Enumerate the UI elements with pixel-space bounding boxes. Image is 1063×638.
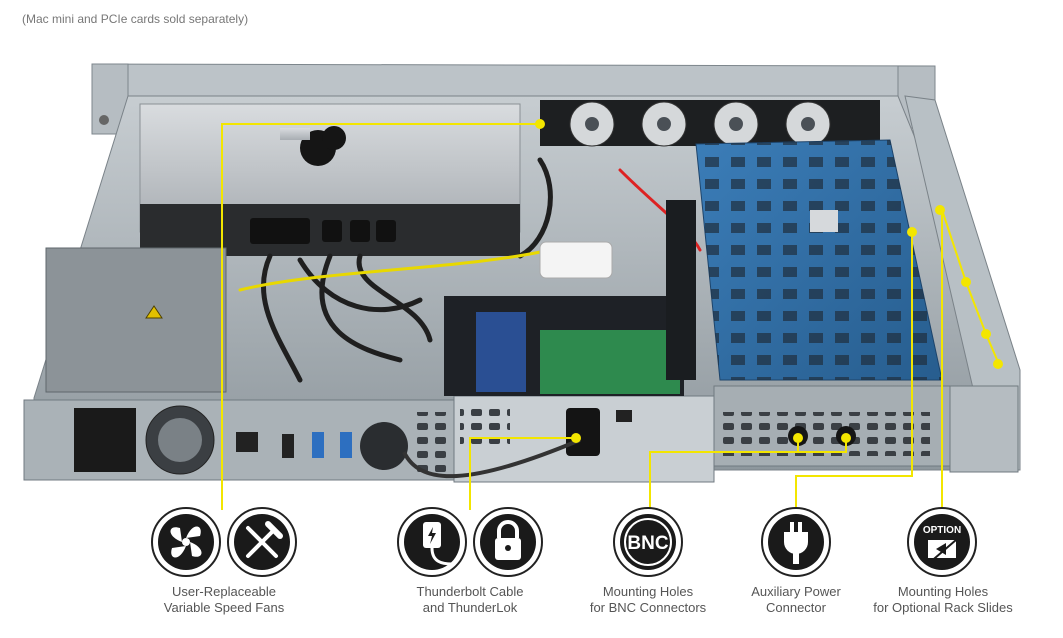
caption-thunderbolt-line2: and ThunderLok — [422, 600, 518, 615]
pcie-card — [666, 139, 943, 381]
caption-bnc-line2: for BNC Connectors — [589, 600, 707, 615]
caption-rack-slides-line2: for Optional Rack Slides — [873, 600, 1013, 615]
caption-thunderbolt-line1: Thunderbolt Cable — [416, 584, 524, 599]
page-note: (Mac mini and PCIe cards sold separately… — [22, 12, 249, 26]
power-supply — [45, 247, 227, 393]
caption-rack-slides: Mounting Holes for Optional Rack Slides — [854, 584, 1032, 616]
apple-logo-icon — [280, 126, 346, 166]
caption-rack-slides-line1: Mounting Holes — [897, 584, 989, 599]
mac-mini — [139, 103, 521, 256]
caption-bnc-line1: Mounting Holes — [602, 584, 694, 599]
feature-icons: BNC OPTION — [151, 507, 977, 577]
pcie-riser — [444, 241, 684, 396]
option-label: OPTION — [923, 525, 961, 536]
front-ports — [74, 404, 930, 479]
caption-fans: User-Replaceable Variable Speed Fans — [124, 584, 324, 616]
power-plug-icon — [761, 507, 831, 577]
bnc-icon: BNC — [613, 507, 683, 577]
lock-icon — [473, 507, 543, 577]
caption-power-line2: Connector — [766, 600, 826, 615]
thunderbolt-cable-icon — [397, 507, 467, 577]
tools-icon — [227, 507, 297, 577]
caption-thunderbolt: Thunderbolt Cable and ThunderLok — [380, 584, 560, 616]
caption-fans-line2: Variable Speed Fans — [163, 600, 285, 615]
caption-fans-line1: User-Replaceable — [171, 584, 277, 599]
callout-dots — [535, 119, 1003, 443]
rear-fans — [540, 100, 880, 147]
caption-power: Auxiliary Power Connector — [728, 584, 864, 616]
bnc-label: BNC — [627, 533, 668, 554]
fan-icon — [151, 507, 221, 577]
caption-bnc: Mounting Holes for BNC Connectors — [568, 584, 728, 616]
caption-power-line1: Auxiliary Power — [751, 584, 841, 599]
cables — [238, 157, 702, 383]
option-rack-icon: OPTION — [907, 507, 977, 577]
